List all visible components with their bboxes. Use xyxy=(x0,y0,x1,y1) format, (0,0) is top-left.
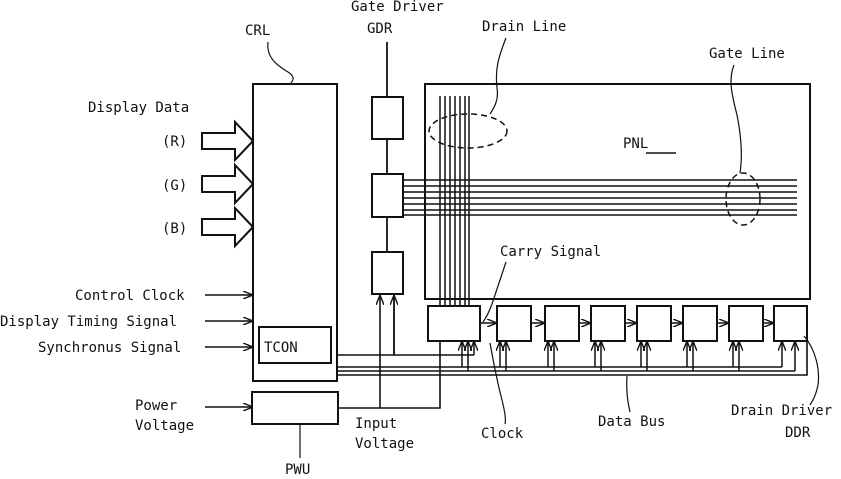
gate-line-leader xyxy=(731,65,741,173)
gate-line-highlight xyxy=(726,173,760,225)
drain-driver-chip xyxy=(545,306,579,341)
gdr-label: GDR xyxy=(367,21,393,37)
b-label: (B) xyxy=(162,221,187,237)
drain-lines xyxy=(440,96,469,306)
power-voltage-label: Voltage xyxy=(135,418,194,434)
crl-leader xyxy=(268,42,293,84)
g-label: (G) xyxy=(162,178,187,194)
carry-signal-label: Carry Signal xyxy=(500,244,601,260)
display-data-label: Display Data xyxy=(88,100,189,116)
synchronus-signal-label: Synchronus Signal xyxy=(38,340,181,356)
crl-label: CRL xyxy=(245,23,270,39)
data-bus-leader xyxy=(627,376,630,412)
gdr-block-bottom xyxy=(372,252,403,294)
drain-driver-first xyxy=(428,306,480,341)
drain-driver-label: Drain Driver xyxy=(731,403,832,419)
gdr-block-middle xyxy=(372,174,403,217)
ddr-label: DDR xyxy=(785,425,811,441)
pwu-block xyxy=(252,392,338,424)
crl-block xyxy=(253,84,337,381)
r-data-arrow xyxy=(202,122,253,160)
drain-line-label: Drain Line xyxy=(482,19,566,35)
drain-driver-chip xyxy=(637,306,671,341)
drain-driver-chip xyxy=(497,306,531,341)
gate-driver-label: Gate Driver xyxy=(351,0,444,15)
drain-line-leader xyxy=(490,38,506,114)
display-timing-signal-label: Display Timing Signal xyxy=(0,314,177,330)
bus-a xyxy=(337,295,394,355)
gdr-block-top xyxy=(372,97,403,139)
drain-driver-chip xyxy=(683,306,717,341)
control-buses xyxy=(337,295,807,408)
g-data-arrow xyxy=(202,165,253,203)
b-data-arrow xyxy=(202,208,253,246)
drain-driver-chip xyxy=(774,306,807,341)
clock-leader xyxy=(490,343,505,424)
tcon-label: TCON xyxy=(264,340,298,356)
drain-driver-chip xyxy=(729,306,763,341)
input-label: Input xyxy=(355,416,397,432)
gate-line-label: Gate Line xyxy=(709,46,785,62)
pwu-label: PWU xyxy=(285,462,310,478)
gate-lines xyxy=(403,180,797,215)
r-label: (R) xyxy=(162,134,187,150)
power-label: Power xyxy=(135,398,177,414)
bus-d xyxy=(337,341,807,375)
pnl-label: PNL xyxy=(623,136,648,152)
input-voltage-label: Voltage xyxy=(355,436,414,452)
data-bus-label: Data Bus xyxy=(598,414,665,430)
drain-driver-chip xyxy=(591,306,625,341)
drain-driver-leader xyxy=(804,336,818,405)
control-clock-label: Control Clock xyxy=(75,288,185,304)
carry-signal-leader xyxy=(483,262,506,322)
clock-label: Clock xyxy=(481,426,524,442)
